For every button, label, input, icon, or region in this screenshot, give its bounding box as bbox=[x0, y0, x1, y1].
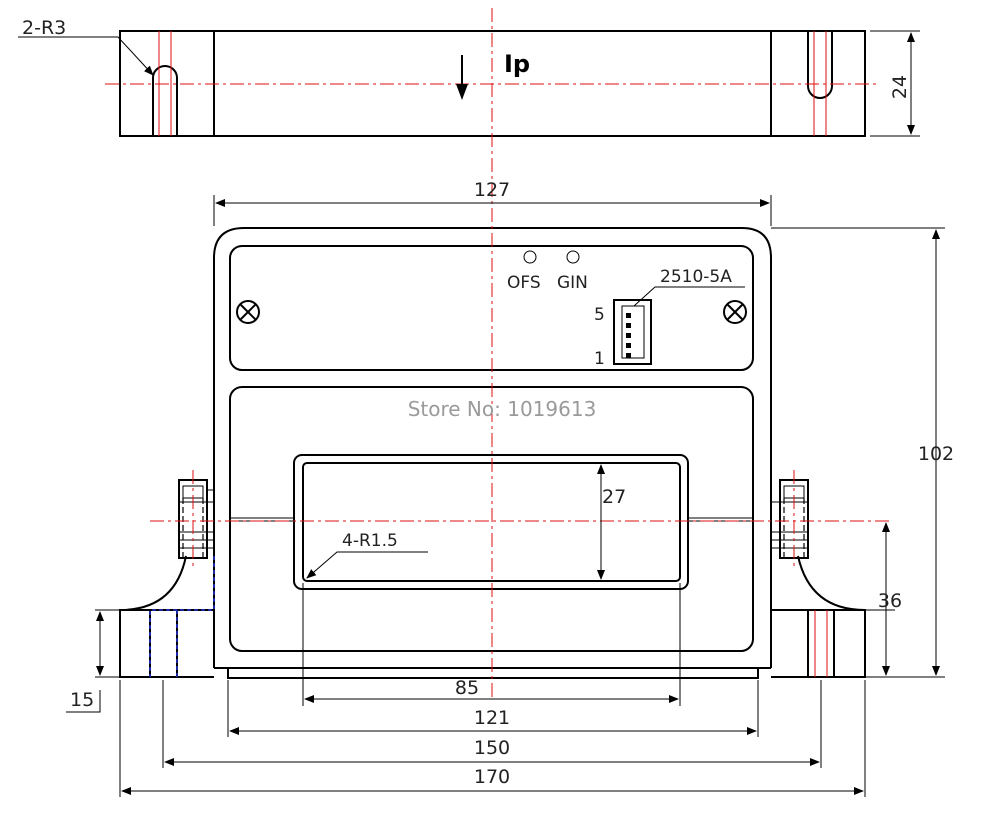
left-hidden-lines bbox=[149, 556, 215, 677]
screw-left-icon bbox=[236, 300, 260, 324]
corner-radius-label: 4-R1.5 bbox=[342, 531, 398, 551]
gin-trimmer-icon bbox=[566, 250, 580, 264]
right-slot bbox=[807, 31, 833, 99]
dim-102-text: 102 bbox=[918, 443, 954, 465]
current-arrowhead bbox=[456, 84, 468, 100]
gin-label: GIN bbox=[557, 273, 588, 293]
ofs-label: OFS bbox=[507, 273, 541, 293]
window-outer bbox=[293, 454, 689, 590]
dim-121-text: 121 bbox=[474, 707, 510, 729]
screw-right-icon bbox=[723, 300, 747, 324]
dim-24-text: 24 bbox=[889, 75, 911, 99]
connector-icon bbox=[613, 299, 652, 365]
dim-150-text: 150 bbox=[474, 737, 510, 759]
dim-127-text: 127 bbox=[474, 179, 510, 201]
ofs-trimmer-icon bbox=[523, 250, 537, 264]
watermark-text: Store No: 1019613 bbox=[408, 397, 597, 421]
current-label: Ip bbox=[504, 50, 530, 78]
top-view: Ip 2-R3 24 bbox=[18, 17, 920, 137]
dim-85-text: 85 bbox=[455, 677, 479, 699]
dim-15-text: 15 bbox=[70, 689, 94, 711]
connector-leader bbox=[633, 286, 745, 307]
dim-27-text: 27 bbox=[602, 486, 626, 508]
connector-label: 2510-5A bbox=[660, 267, 732, 287]
pin-bottom-label: 1 bbox=[594, 349, 605, 369]
right-foot bbox=[771, 609, 866, 678]
dim-170-text: 170 bbox=[474, 766, 510, 788]
front-view: OFS GIN 5 1 2510-5A bbox=[66, 8, 954, 797]
base-plate bbox=[227, 668, 759, 679]
slot-radius-label: 2-R3 bbox=[22, 17, 66, 39]
dim-36-text: 36 bbox=[878, 590, 902, 612]
front-body-outline bbox=[213, 227, 772, 668]
corner-radius-leader bbox=[306, 551, 428, 579]
left-slot bbox=[152, 65, 178, 136]
left-foot bbox=[119, 609, 214, 678]
pin-top-label: 5 bbox=[594, 305, 605, 325]
slot-radius-leader bbox=[18, 36, 154, 76]
